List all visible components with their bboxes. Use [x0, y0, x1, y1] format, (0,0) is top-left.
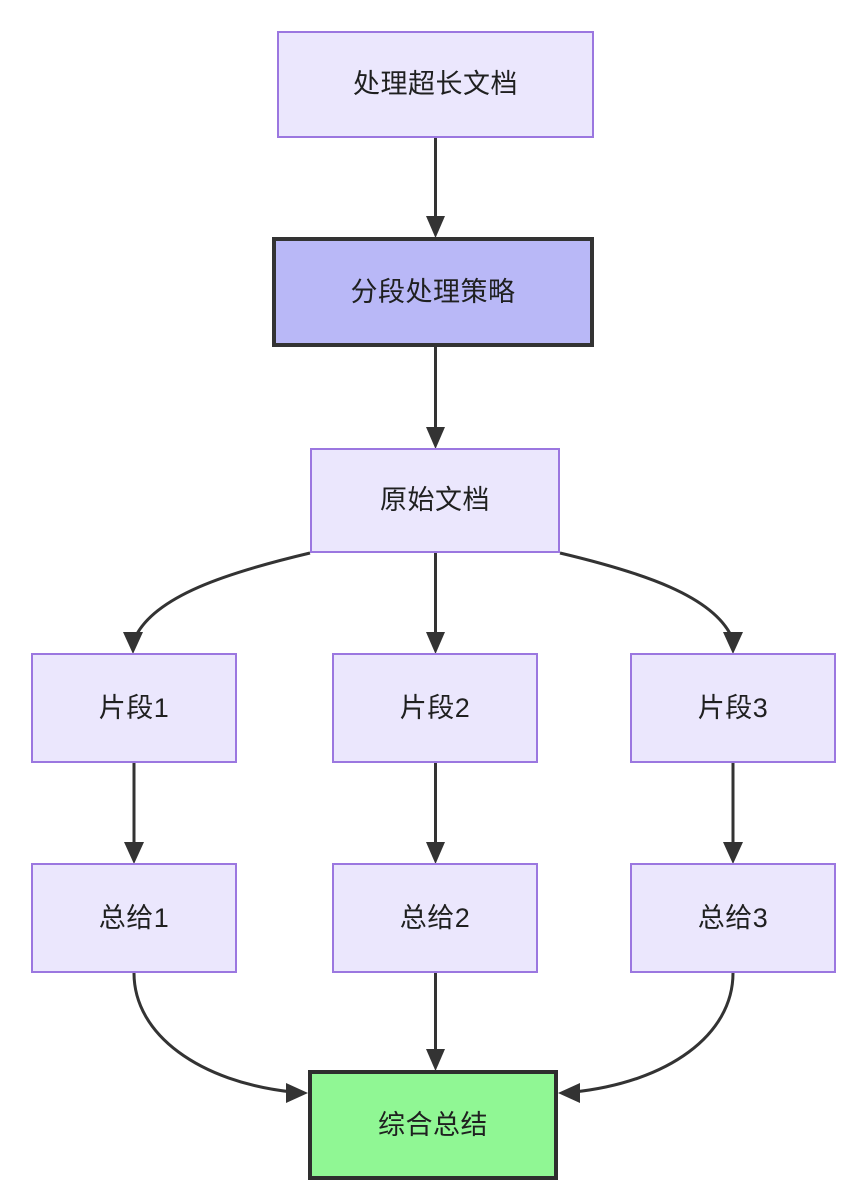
node-label: 片段3 [697, 692, 769, 723]
node-summary-1[interactable]: 总给1 [31, 863, 237, 973]
node-process-long-document[interactable]: 处理超长文档 [277, 31, 594, 138]
edge-n3-n4 [123, 551, 311, 654]
node-original-document[interactable]: 原始文档 [310, 448, 560, 553]
edge-n3-n6 [559, 551, 743, 654]
node-label: 原始文档 [380, 485, 490, 516]
edge-n6-n9 [723, 763, 743, 864]
edge-n8-n10 [426, 973, 445, 1071]
node-fragment-1[interactable]: 片段1 [31, 653, 237, 763]
node-label: 片段2 [399, 692, 471, 723]
edge-n2-n3 [426, 347, 445, 449]
node-label: 处理超长文档 [353, 69, 518, 100]
node-label: 总给3 [697, 902, 769, 933]
node-fragment-3[interactable]: 片段3 [630, 653, 836, 763]
node-summary-2[interactable]: 总给2 [332, 863, 538, 973]
node-summary-3[interactable]: 总给3 [630, 863, 836, 973]
edge-n1-n2 [426, 138, 445, 238]
edge-n7-n10 [132, 972, 308, 1103]
edge-n5-n8 [426, 763, 445, 864]
edge-n9-n10 [558, 972, 735, 1103]
node-label: 总给1 [98, 902, 170, 933]
edge-n3-n5 [426, 553, 445, 654]
node-comprehensive-summary[interactable]: 综合总结 [308, 1070, 558, 1180]
node-label: 分段处理策略 [350, 276, 516, 307]
node-label: 片段1 [98, 692, 170, 723]
node-fragment-2[interactable]: 片段2 [332, 653, 538, 763]
node-chunking-strategy[interactable]: 分段处理策略 [272, 237, 594, 347]
node-label: 总给2 [399, 902, 471, 933]
edge-n4-n7 [124, 763, 144, 864]
node-label: 综合总结 [378, 1109, 488, 1140]
